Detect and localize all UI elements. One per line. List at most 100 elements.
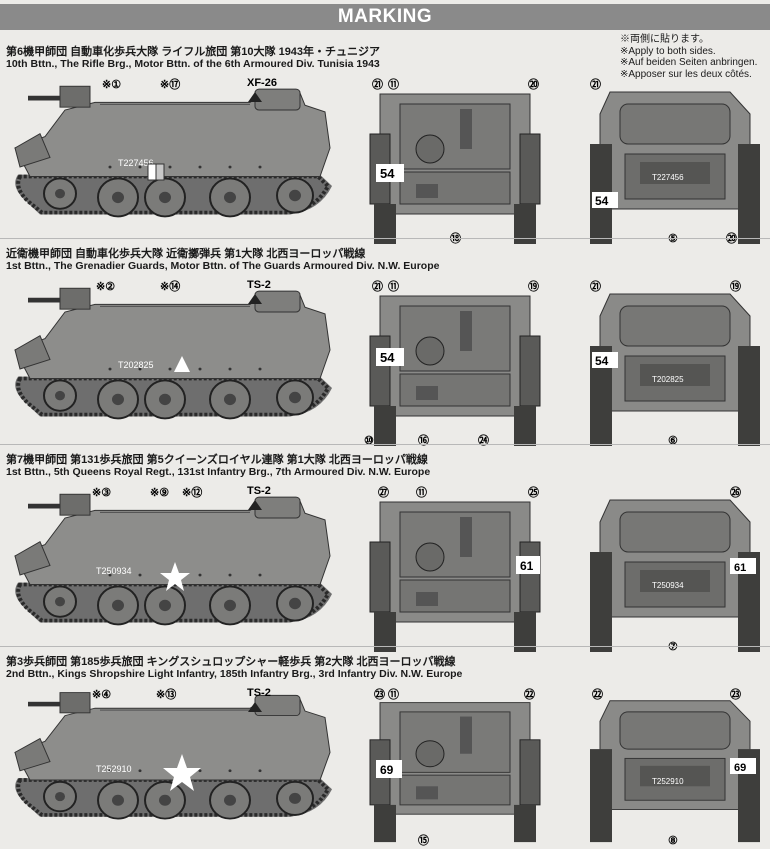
option-4-front-ref-a: ㉒ (592, 687, 603, 701)
option-3-front-serial: T250934 (652, 581, 684, 590)
option-4-rear-ref-b: ⑪ (388, 687, 399, 701)
option-4-rear-ref-c: ㉒ (524, 687, 535, 701)
option-1-caption-en: 10th Bttn., The Rifle Brg., Motor Bttn. … (6, 58, 380, 70)
section-divider (0, 444, 770, 445)
option-4-rear-view: ㉓ ⑪ ㉒ ⑮ 69 (369, 687, 541, 847)
option-2-side-ref-b: ※⑭ (160, 279, 180, 293)
option-4-front-number: 69 (734, 762, 746, 774)
option-1-side-ref-b: ※⑰ (160, 77, 180, 91)
option-2-front-ref-b: ⑲ (730, 279, 741, 293)
marking-option-2: 近衛機甲師団 自動車化歩兵大隊 近衛擲弾兵 第1大隊 北西ヨーロッパ戦線 1st… (0, 242, 770, 447)
option-1-front-number-plate (592, 192, 618, 208)
option-3-rear-ref-a: ㉗ (378, 485, 389, 499)
option-4-side-ref-b: ※⑬ (156, 687, 176, 701)
option-3-front-number-plate (730, 558, 756, 574)
option-3-front-view: ㉖ ⑦ 61 T250934 (589, 485, 761, 653)
option-1-side-ref-a: ※① (102, 79, 121, 91)
option-1-rear-view: ㉑ ⑪ ⑳ ⑱ 54 (369, 77, 541, 245)
option-3-allied-star (160, 562, 190, 591)
option-2-front-number: 54 (595, 354, 609, 368)
option-3-rear-view: ㉗ ⑪ ㉕ 61 (369, 485, 541, 653)
option-4-side-ref-a: ※④ (92, 689, 111, 701)
option-2-serial: T202825 (118, 360, 154, 370)
option-2-side-ref-a: ※② (96, 281, 115, 293)
option-1-hull-number: 54 (380, 166, 395, 181)
option-4-paint-code: TS-2 (247, 687, 271, 699)
option-2-caption-en: 1st Bttn., The Grenadier Guards, Motor B… (6, 260, 440, 272)
option-3-side-view: ※③ ※⑨ ※⑫ TS-2 T250934 (13, 485, 334, 627)
option-1-flash-grey (155, 163, 165, 181)
option-2-rear-ref-c: ⑲ (528, 279, 539, 293)
option-2-front-ref-a: ㉑ (590, 279, 601, 293)
option-3-rear-ref-b: ⑪ (416, 485, 427, 499)
option-1-front-serial: T227456 (652, 173, 684, 182)
option-2-rear-ref-b: ⑪ (388, 279, 399, 293)
option-4-side-view: ※④ ※⑬ TS-2 T252910 (13, 687, 334, 821)
option-3-caption-en: 1st Bttn., 5th Queens Royal Regt., 131st… (6, 466, 431, 478)
option-1-hull-number-plate (376, 164, 404, 182)
option-3-side-ref-c: ※⑫ (182, 485, 202, 499)
option-3-side-ref-a: ※③ (92, 487, 111, 499)
option-2-side-view: ※② ※⑭ TS-2 T202825 (13, 279, 334, 421)
option-2-rear-view: ㉑ ⑪ ⑲ ⑩ ⑯ ㉔ 54 (364, 279, 541, 447)
marking-option-1: 第6機甲師団 自動車化歩兵大隊 ライフル旅団 第10大隊 1943年・チュニジア… (0, 40, 770, 245)
option-2-front-number-plate (592, 352, 618, 368)
marking-option-4: 第3歩兵師団 第185歩兵旅団 キングスシュロップシャー軽歩兵 第2大隊 北西ヨ… (0, 650, 770, 848)
option-1-front-number: 54 (595, 194, 609, 208)
paint-drop-icon (248, 500, 262, 510)
note-jp: ※両側に貼ります。 (620, 34, 709, 45)
option-3-hull-number: 61 (520, 559, 534, 573)
option-3-front-ref-a: ㉖ (730, 485, 741, 499)
option-2-hull-number: 54 (380, 350, 395, 365)
option-3-hull-number-plate (516, 556, 540, 574)
option-4-caption-jp: 第3歩兵師団 第185歩兵旅団 キングスシュロップシャー軽歩兵 第2大隊 北西ヨ… (6, 656, 456, 668)
option-2-rear-ref-f: ㉔ (478, 433, 489, 447)
option-3-paint-code: TS-2 (247, 485, 271, 497)
option-4-caption-en: 2nd Bttn., Kings Shropshire Light Infant… (6, 668, 463, 680)
option-4-front-serial: T252910 (652, 777, 684, 786)
option-3-side-ref-b: ※⑨ (150, 487, 169, 499)
option-4-rear-ref-d: ⑮ (418, 833, 429, 847)
section-divider (0, 238, 770, 239)
application-notes: ※両側に貼ります。 ※Apply to both sides. ※Auf bei… (620, 34, 757, 80)
option-2-front-view: ㉑ ⑲ ⑥ 54 T202825 (589, 279, 761, 447)
option-4-front-number-plate (730, 758, 756, 774)
option-4-serial: T252910 (96, 764, 132, 774)
page-title: MARKING (337, 6, 433, 27)
marking-header: MARKING (0, 4, 770, 30)
option-1-front-ref-a: ㉑ (590, 77, 601, 91)
option-3-rear-ref-c: ㉕ (528, 485, 539, 499)
option-1-rear-ref-a: ㉑ (372, 77, 383, 91)
option-3-caption-jp: 第7機甲師団 第131歩兵旅団 第5クイーンズロイヤル連隊 第1大隊 北西ヨーロ… (6, 454, 428, 466)
paint-drop-icon (248, 294, 262, 304)
option-1-caption-jp: 第6機甲師団 自動車化歩兵大隊 ライフル旅団 第10大隊 1943年・チュニジア (6, 46, 381, 58)
paint-drop-icon (248, 702, 262, 712)
option-4-front-ref-b: ㉓ (730, 687, 741, 701)
note-de: ※Auf beiden Seiten anbringen. (620, 57, 758, 68)
option-4-front-ref-c: ⑧ (668, 835, 678, 847)
option-2-rear-ref-a: ㉑ (372, 279, 383, 293)
option-4-hull-number-plate (376, 760, 402, 778)
option-1-flash-white (147, 163, 157, 181)
option-4-allied-star (163, 754, 201, 791)
option-1-paint-code: XF-26 (247, 77, 277, 89)
option-2-triangle-marking (174, 356, 190, 372)
option-1-serial: T227456 (118, 158, 154, 168)
note-fr: ※Apposer sur les deux côtés. (620, 68, 752, 80)
option-1-front-ref-b: ⑤ (668, 233, 678, 245)
option-1-side-view: ※① ※⑰ XF-26 T227456 (13, 77, 334, 219)
note-en: ※Apply to both sides. (620, 45, 716, 57)
option-1-rear-ref-c: ⑳ (528, 77, 539, 91)
option-2-caption-jp: 近衛機甲師団 自動車化歩兵大隊 近衛擲弾兵 第1大隊 北西ヨーロッパ戦線 (6, 248, 366, 260)
option-1-rear-ref-b: ⑪ (388, 77, 399, 91)
option-2-front-serial: T202825 (652, 375, 684, 384)
option-4-front-view: ㉒ ㉓ ⑧ 69 T252910 (589, 687, 761, 847)
option-2-hull-number-plate (376, 348, 404, 366)
option-3-front-number: 61 (734, 562, 746, 574)
section-divider (0, 646, 770, 647)
marking-option-3: 第7機甲師団 第131歩兵旅団 第5クイーンズロイヤル連隊 第1大隊 北西ヨーロ… (0, 448, 770, 653)
option-4-rear-ref-a: ㉓ (374, 687, 385, 701)
option-1-front-view: ㉑ ⑤ ⑳ 54 T227456 (589, 77, 761, 245)
option-3-front-ref-b: ⑦ (668, 641, 678, 653)
option-2-front-ref-c: ⑥ (668, 435, 678, 447)
